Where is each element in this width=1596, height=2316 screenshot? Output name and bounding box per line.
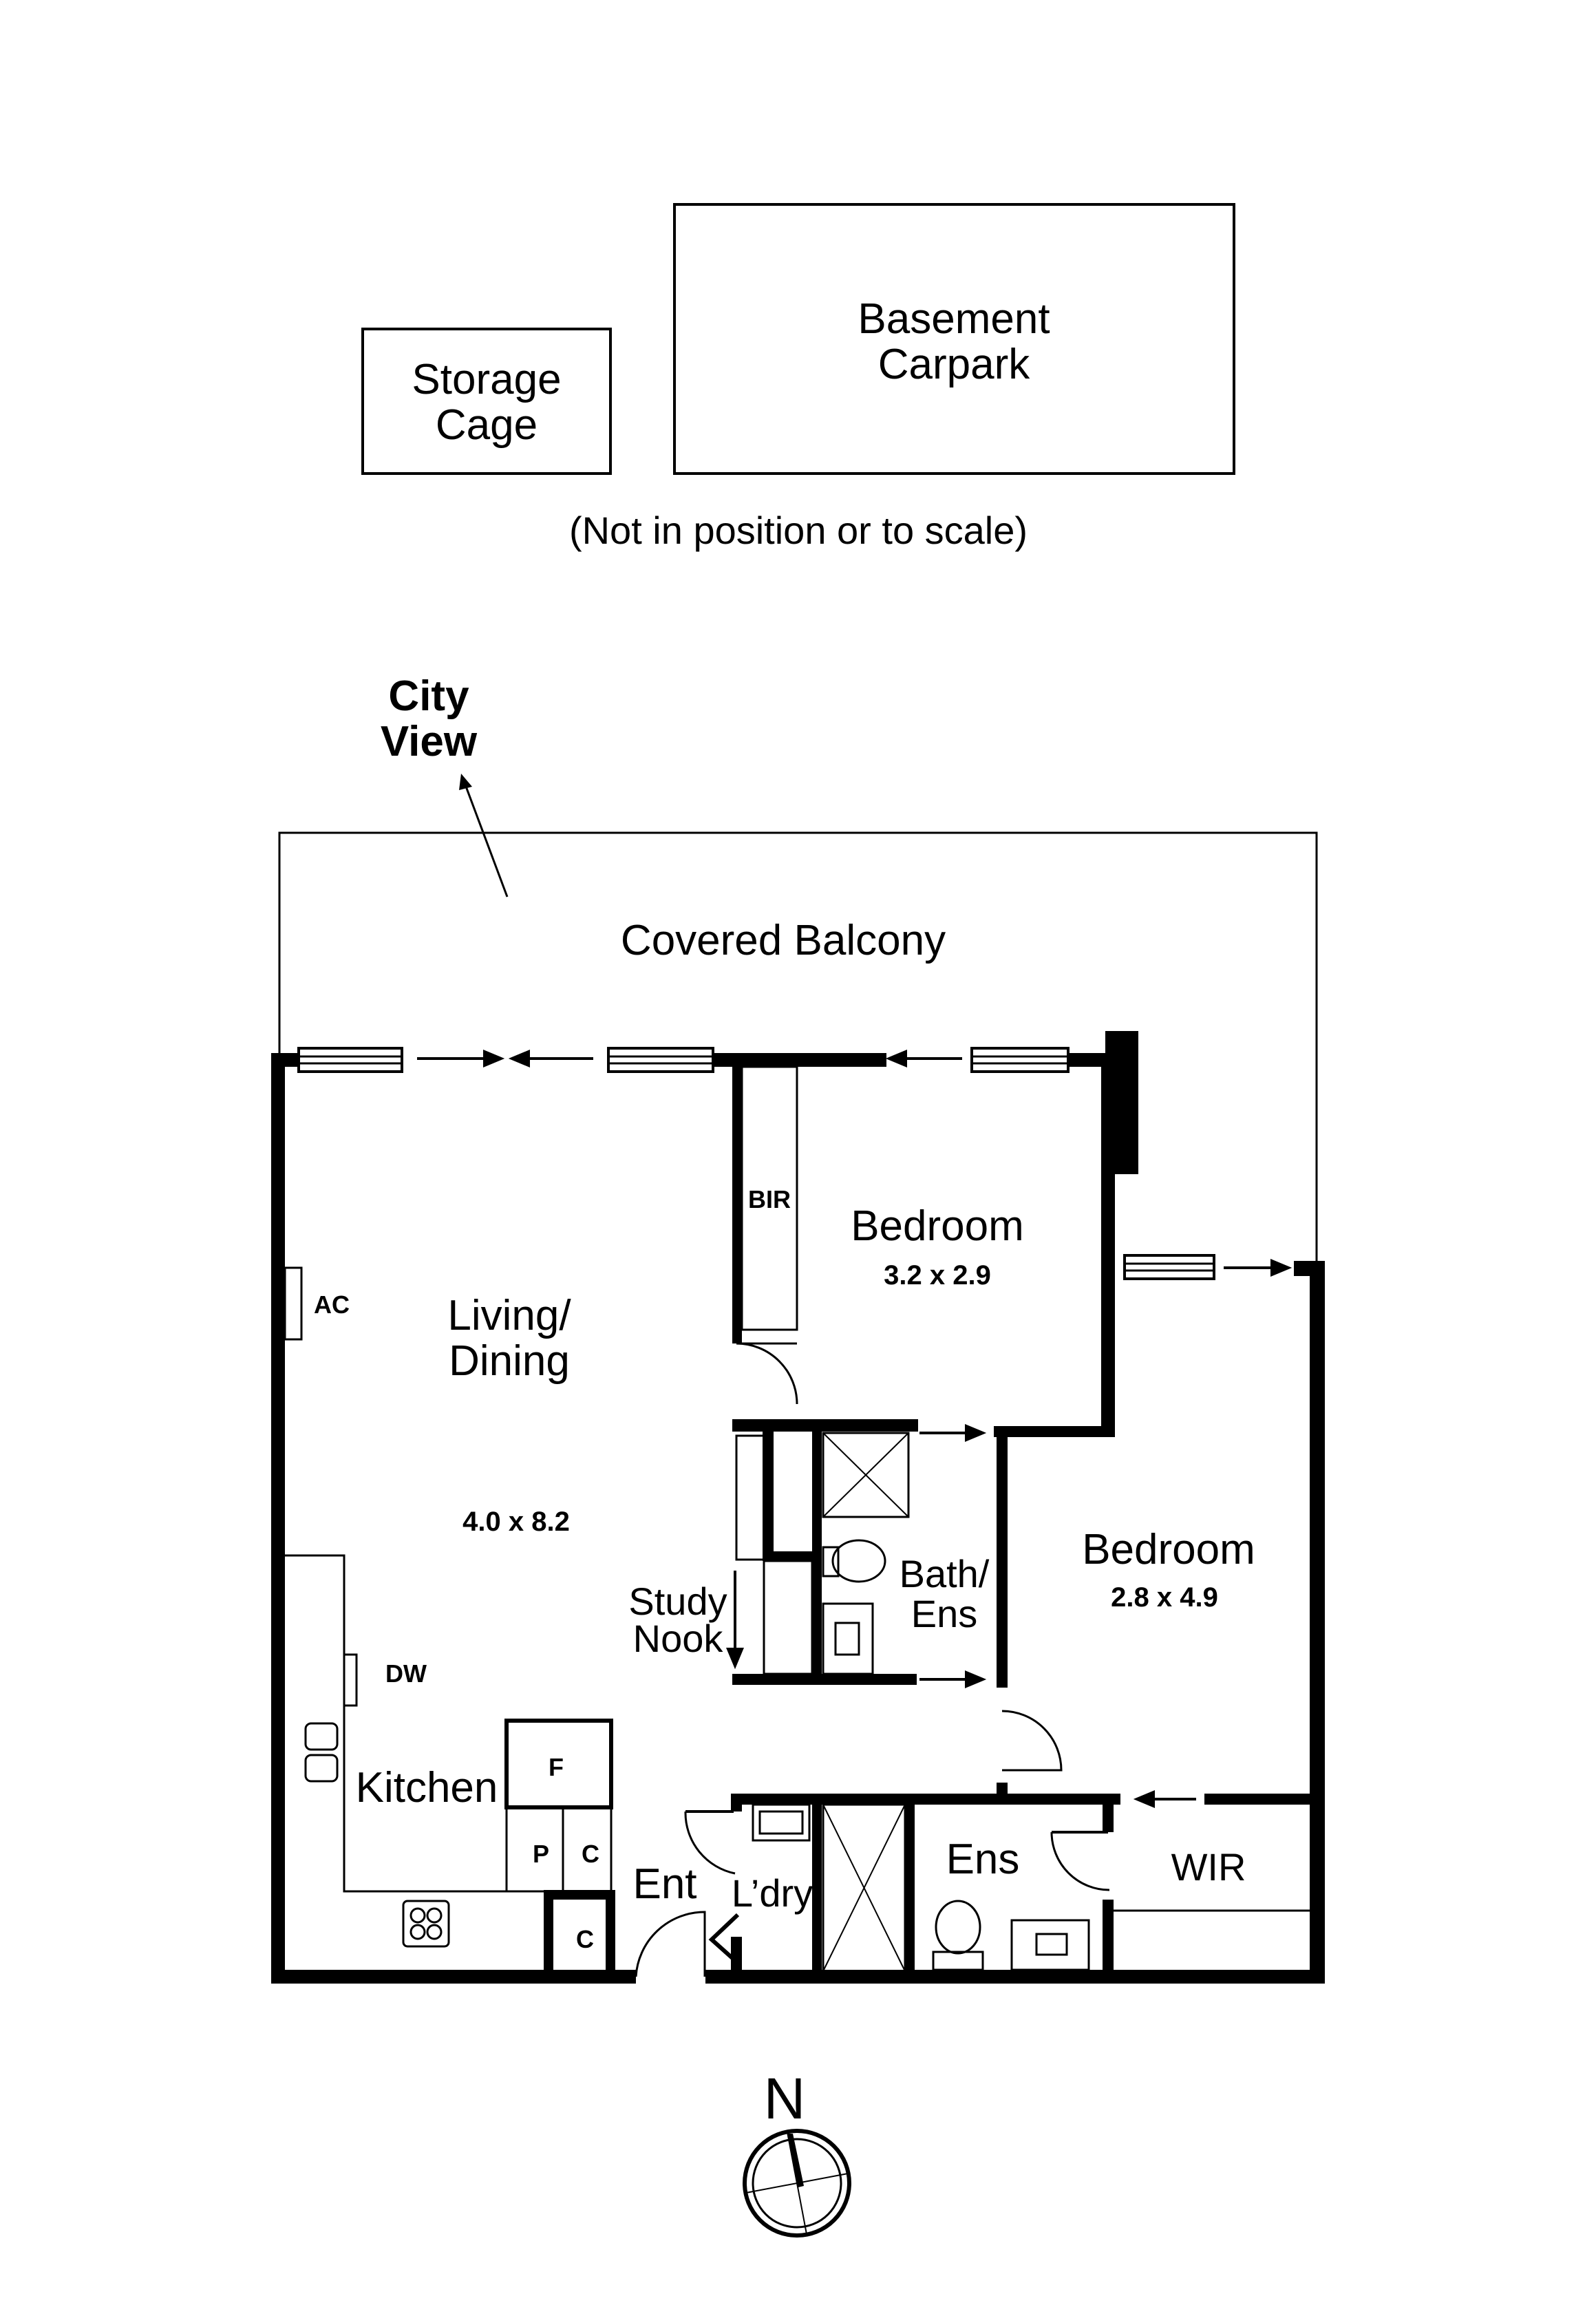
storage-cage-label-1: Storage [412, 356, 561, 403]
basement-carpark-label-1: Basement [858, 295, 1050, 343]
sink-bowl-1 [304, 1722, 339, 1751]
wall-ldry-top [731, 1794, 742, 1812]
living-dining-label-2: Dining [449, 1337, 570, 1385]
wall-wir-west [1103, 1798, 1114, 1832]
wall-kitchen-cupboard-l [544, 1890, 553, 1982]
door-bedroom1 [736, 1342, 798, 1405]
bath-ens-label-1: Bath/ [900, 1552, 990, 1595]
wall-bed2-door-stub [997, 1783, 1008, 1803]
slide-arrows [417, 1050, 1292, 1808]
door-laundry [684, 1811, 736, 1875]
study-desk [735, 1434, 765, 1561]
wall-east [1310, 1261, 1325, 1982]
cupboard1-label: C [582, 1840, 599, 1868]
wall-bed2-west [997, 1426, 1008, 1688]
bedroom2-dims: 2.8 x 4.9 [1111, 1582, 1218, 1613]
window-1 [297, 1047, 403, 1073]
entry-label: Ent [632, 1860, 696, 1908]
kitchen-label: Kitchen [356, 1764, 498, 1812]
toilet-1 [831, 1539, 886, 1583]
wall-west [271, 1053, 285, 1982]
wall-wir-west-b [1103, 1900, 1114, 1982]
laundry-label: L’dry [732, 1871, 813, 1915]
bedroom1-dims: 3.2 x 2.9 [884, 1260, 991, 1290]
kitchen-cupboard-1 [562, 1806, 613, 1893]
wall-south-b [705, 1970, 1325, 1984]
wall-wir-north [1204, 1794, 1321, 1805]
bedroom2-label: Bedroom [1082, 1526, 1255, 1573]
laundry-bifold [708, 1913, 740, 1965]
bedroom1-label: Bedroom [851, 1202, 1024, 1250]
bir-label: BIR [748, 1185, 791, 1213]
bir-robe [741, 1065, 798, 1331]
city-view-arrowhead [459, 774, 472, 790]
study-desk-b [763, 1560, 813, 1675]
dishwasher [343, 1653, 358, 1707]
laundry-tub [752, 1803, 811, 1842]
cupboard2-label: C [576, 1925, 594, 1953]
storage-cage-label-2: Cage [436, 401, 538, 449]
wall-bed1-west [732, 1060, 742, 1343]
bath-ens-label-2: Ens [911, 1592, 978, 1635]
cooktop [402, 1900, 450, 1948]
basement-carpark-box [673, 203, 1235, 475]
shower-1 [822, 1432, 910, 1518]
wall-ens-west [905, 1798, 915, 1982]
living-dining-label-1: Living/ [447, 1292, 571, 1339]
living-dining-dims: 4.0 x 8.2 [462, 1507, 570, 1537]
wall-bed2-north-stub [1294, 1261, 1325, 1276]
study-nook-label-1: Study [628, 1580, 727, 1623]
wall-bed1-south-a [732, 1419, 918, 1432]
shower-2 [822, 1803, 906, 1973]
vanity-2 [1010, 1919, 1090, 1971]
window-3 [970, 1047, 1070, 1073]
ac-unit [284, 1266, 303, 1341]
storage-cage-box [361, 328, 612, 475]
kitchen-bench [285, 1554, 544, 1893]
sink-bowl-2 [304, 1754, 339, 1783]
city-view-arrow [464, 784, 509, 897]
wall-mid-south [731, 1794, 1120, 1805]
wall-ldry-east [812, 1798, 822, 1982]
wall-north-c [1067, 1053, 1105, 1067]
wall-bath-south [732, 1674, 917, 1685]
basement-carpark-label-2: Carpark [878, 341, 1031, 388]
fridge-label: F [549, 1753, 564, 1781]
window-2 [607, 1047, 714, 1073]
compass-north-label: N [764, 2066, 806, 2131]
wall-bath-cupboard [763, 1432, 774, 1560]
wall-north-a [271, 1053, 299, 1067]
toilet-2 [935, 1900, 981, 1955]
pantry-label: P [533, 1840, 549, 1868]
dw-label: DW [385, 1659, 427, 1688]
compass-icon [743, 2129, 851, 2238]
city-view-label-1: City [388, 672, 469, 720]
city-view-label-2: View [381, 718, 478, 765]
wall-kitchen-cupboard-r [606, 1890, 615, 1982]
wir-label: WIR [1171, 1845, 1246, 1889]
not-to-scale-note: (Not in position or to scale) [569, 509, 1028, 552]
door-entry [635, 1911, 706, 1977]
wall-bath-cupboard-b [763, 1551, 822, 1561]
wall-bed1-east [1101, 1053, 1115, 1436]
window-4 [1123, 1254, 1215, 1280]
wall-north-b [713, 1053, 886, 1067]
balcony-outline [278, 831, 1318, 1261]
study-nook-label-2: Nook [633, 1617, 724, 1660]
ac-label: AC [314, 1290, 350, 1319]
vanity-1 [822, 1602, 874, 1675]
door-ens [1050, 1831, 1110, 1891]
wall-bed1-south-b [994, 1426, 1115, 1437]
ensuite-label: Ens [946, 1836, 1020, 1883]
covered-balcony-label: Covered Balcony [621, 917, 946, 964]
door-bedroom2 [1001, 1710, 1063, 1772]
wall-south-a [271, 1970, 636, 1984]
